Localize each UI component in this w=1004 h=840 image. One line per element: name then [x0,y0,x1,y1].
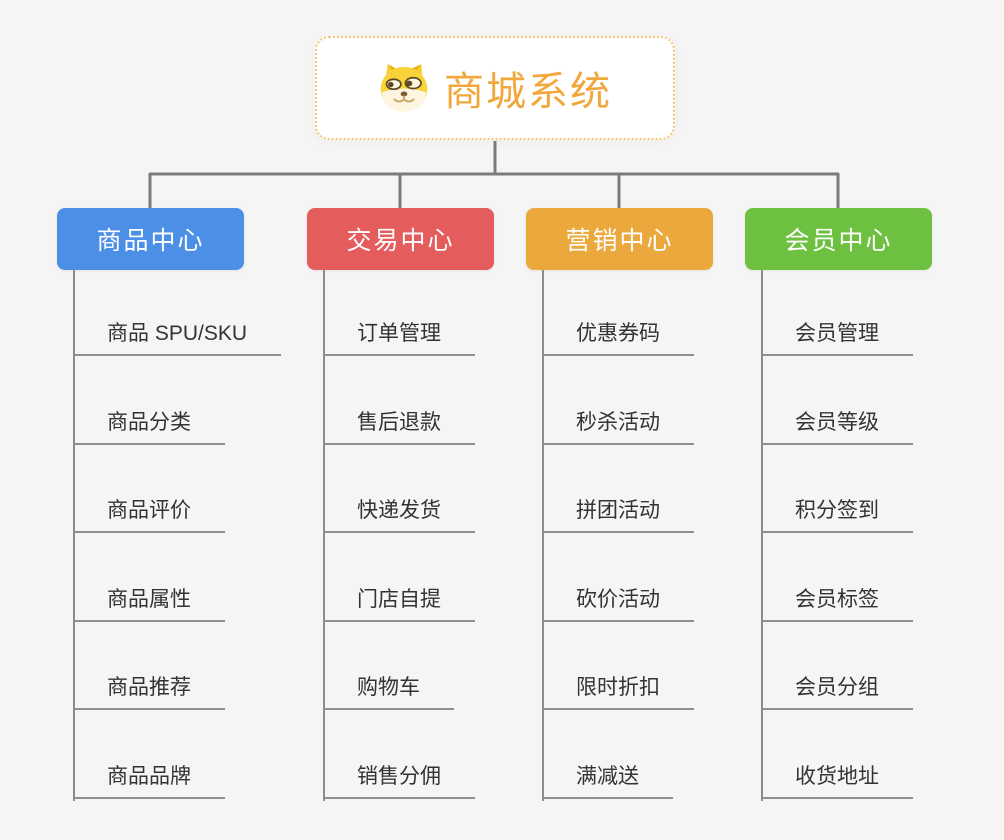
leaf-item[interactable]: 快递发货 [325,496,475,533]
branch-leaves-marketing: 优惠券码秒杀活动拼团活动砍价活动限时折扣满减送 [542,270,694,801]
shiba-dog-icon [378,63,430,113]
leaf-item[interactable]: 商品品牌 [75,762,225,799]
leaf-item[interactable]: 商品 SPU/SKU [75,319,282,356]
branch-leaves-member: 会员管理会员等级积分签到会员标签会员分组收货地址 [761,270,913,801]
leaf-item[interactable]: 秒杀活动 [544,408,694,445]
leaf-item[interactable]: 售后退款 [325,408,475,445]
leaf-item[interactable]: 商品分类 [75,408,225,445]
branch-header-product[interactable]: 商品中心 [57,208,244,270]
branch-header-marketing[interactable]: 营销中心 [526,208,713,270]
leaf-item[interactable]: 砍价活动 [544,585,694,622]
leaf-item[interactable]: 拼团活动 [544,496,694,533]
leaf-item[interactable]: 订单管理 [325,319,475,356]
leaf-item[interactable]: 限时折扣 [544,673,694,710]
root-node-mall-system[interactable]: 商城系统 [315,36,675,140]
leaf-item[interactable]: 商品推荐 [75,673,225,710]
leaf-item[interactable]: 门店自提 [325,585,475,622]
leaf-item[interactable]: 会员分组 [763,673,913,710]
leaf-item[interactable]: 会员等级 [763,408,913,445]
leaf-item[interactable]: 优惠券码 [544,319,694,356]
leaf-item[interactable]: 收货地址 [763,762,913,799]
leaf-item[interactable]: 销售分佣 [325,762,475,799]
leaf-item[interactable]: 积分签到 [763,496,913,533]
branch-leaves-transaction: 订单管理售后退款快递发货门店自提购物车销售分佣 [323,270,475,801]
leaf-item[interactable]: 购物车 [325,673,454,710]
leaf-item[interactable]: 商品评价 [75,496,225,533]
root-node-title: 商城系统 [444,70,612,114]
branch-header-member[interactable]: 会员中心 [745,208,932,270]
leaf-item[interactable]: 满减送 [544,762,673,799]
leaf-item[interactable]: 会员标签 [763,585,913,622]
leaf-item[interactable]: 会员管理 [763,319,913,356]
branch-leaves-product: 商品 SPU/SKU 商品分类商品评价商品属性商品推荐商品品牌 [73,270,282,801]
branch-header-transaction[interactable]: 交易中心 [307,208,494,270]
leaf-item[interactable]: 商品属性 [75,585,225,622]
